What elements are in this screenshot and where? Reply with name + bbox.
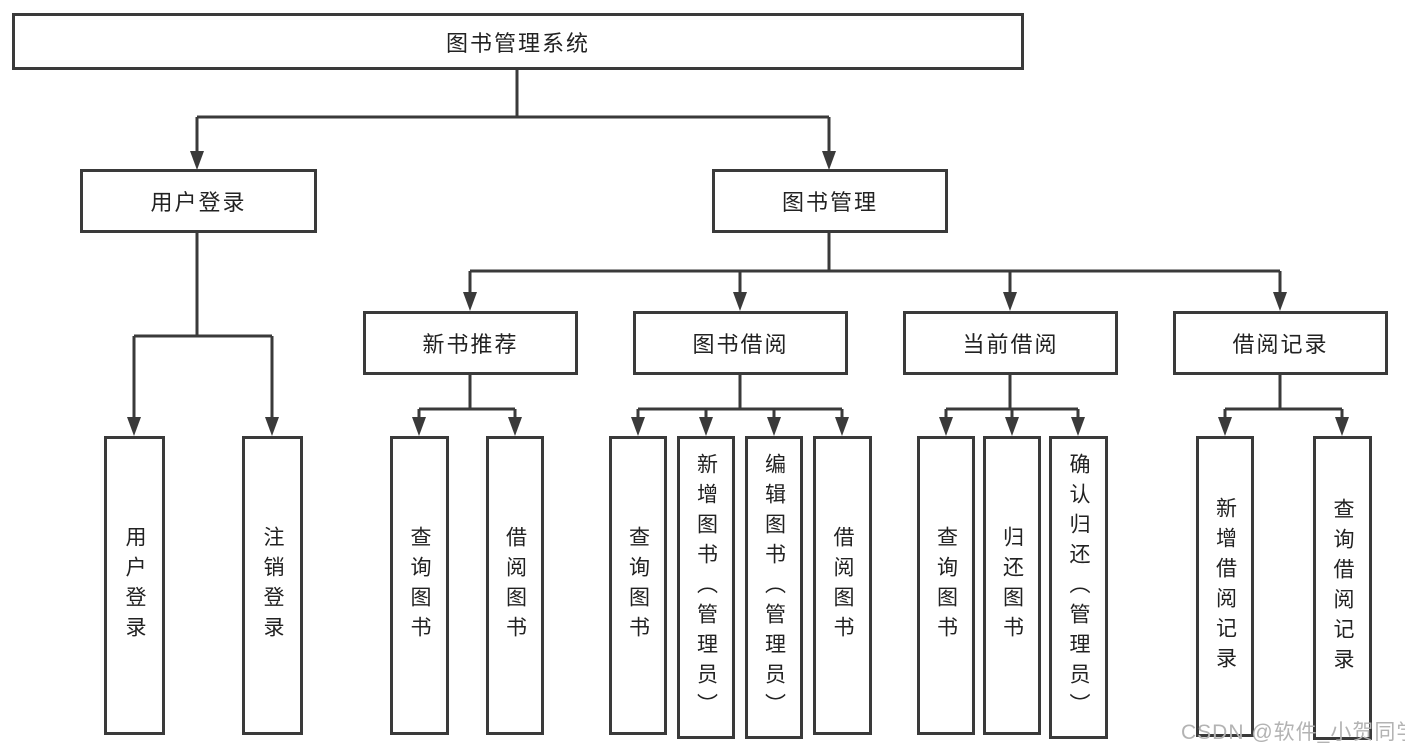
node-label: 查询借阅记录 xyxy=(1331,498,1354,678)
arrow-down-icon xyxy=(699,417,713,436)
connector-borrowing-records-to-leaves xyxy=(1218,374,1349,436)
arrow-down-icon xyxy=(190,151,204,170)
node-user-login: 用户登录 xyxy=(80,169,317,233)
node-current-borrowing: 当前借阅 xyxy=(903,311,1118,375)
node-label: 图书借阅 xyxy=(692,332,789,357)
node-label: 用户登录 xyxy=(150,190,247,215)
arrow-down-icon xyxy=(767,417,781,436)
arrow-down-icon xyxy=(463,292,477,311)
leaf-query-books-2: 查询图书 xyxy=(609,436,667,735)
node-borrowing-records: 借阅记录 xyxy=(1173,311,1388,375)
node-label: 注销登录 xyxy=(261,525,284,646)
node-label: 当前借阅 xyxy=(962,332,1059,357)
leaf-query-borrowing-record: 查询借阅记录 xyxy=(1313,436,1372,740)
arrow-down-icon xyxy=(733,292,747,311)
node-label: 新书推荐 xyxy=(422,332,519,357)
leaf-add-book-admin: 新增图书（管理员） xyxy=(677,436,735,739)
connector-new-book-to-leaves xyxy=(412,374,522,436)
arrow-down-icon xyxy=(835,417,849,436)
node-label: 用户登录 xyxy=(123,525,146,646)
arrow-down-icon xyxy=(1273,292,1287,311)
node-label: 借阅图书 xyxy=(503,525,527,646)
node-label: 图书管理 xyxy=(781,190,878,215)
node-label: 借阅记录 xyxy=(1232,332,1329,357)
leaf-add-borrowing-record: 新增借阅记录 xyxy=(1196,436,1254,737)
arrow-down-icon xyxy=(1218,417,1232,436)
leaf-query-books-3: 查询图书 xyxy=(917,436,975,735)
node-label: 查询图书 xyxy=(626,525,650,646)
connector-book-management-to-level3 xyxy=(463,232,1287,311)
node-label: 编辑图书（管理员） xyxy=(762,452,786,723)
node-label: 查询图书 xyxy=(934,525,958,646)
connector-current-borrowing-to-leaves xyxy=(939,374,1085,436)
node-library-management-system: 图书管理系统 xyxy=(12,13,1024,70)
node-label: 新增图书（管理员） xyxy=(694,452,718,723)
node-book-borrowing: 图书借阅 xyxy=(633,311,848,375)
leaf-borrow-books-1: 借阅图书 xyxy=(486,436,544,735)
node-label: 归还图书 xyxy=(1000,525,1024,646)
arrow-down-icon xyxy=(631,417,645,436)
csdn-watermark: CSDN @软件_小贺同学 xyxy=(1181,721,1405,744)
leaf-confirm-return-admin: 确认归还（管理员） xyxy=(1049,436,1108,739)
leaf-logout: 注销登录 xyxy=(242,436,303,735)
connector-user-login-to-leaves xyxy=(127,232,279,436)
node-label: 查询图书 xyxy=(408,525,431,646)
leaf-user-login: 用户登录 xyxy=(104,436,165,735)
arrow-down-icon xyxy=(1335,417,1349,436)
node-new-book-recommendation: 新书推荐 xyxy=(363,311,578,375)
arrow-down-icon xyxy=(1005,417,1019,436)
connector-book-borrowing-to-leaves xyxy=(631,374,849,436)
node-label: 新增借阅记录 xyxy=(1213,496,1237,677)
arrow-down-icon xyxy=(508,417,522,436)
connector-root-to-level2 xyxy=(190,69,836,170)
node-label: 确认归还（管理员） xyxy=(1067,452,1090,723)
leaf-edit-book-admin: 编辑图书（管理员） xyxy=(745,436,803,739)
node-label: 图书管理系统 xyxy=(445,30,590,56)
leaf-return-book: 归还图书 xyxy=(983,436,1041,735)
arrow-down-icon xyxy=(127,417,141,436)
node-book-management: 图书管理 xyxy=(712,169,948,233)
leaf-borrow-books-2: 借阅图书 xyxy=(813,436,872,735)
leaf-query-books-1: 查询图书 xyxy=(390,436,449,735)
node-label: 借阅图书 xyxy=(831,525,854,646)
arrow-down-icon xyxy=(1003,292,1017,311)
arrow-down-icon xyxy=(939,417,953,436)
arrow-down-icon xyxy=(412,417,426,436)
arrow-down-icon xyxy=(822,151,836,170)
arrow-down-icon xyxy=(1071,417,1085,436)
arrow-down-icon xyxy=(265,417,279,436)
